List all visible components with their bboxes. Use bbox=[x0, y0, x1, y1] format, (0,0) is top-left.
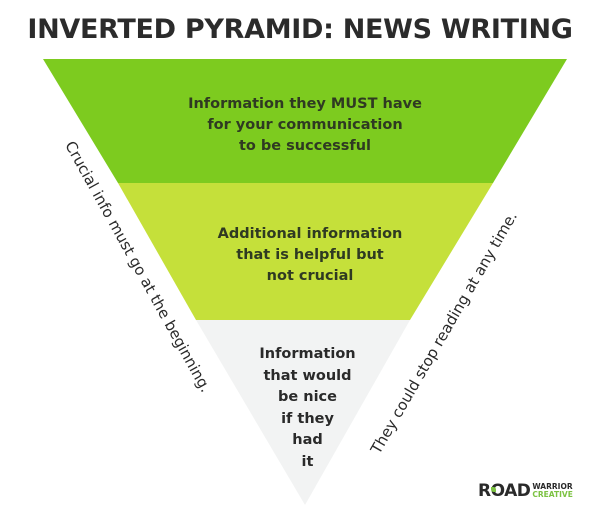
logo-creative-text: CREATIVE bbox=[532, 490, 573, 499]
band-2-shape bbox=[118, 183, 493, 320]
band-1-text: Information they MUST have for your comm… bbox=[150, 94, 460, 157]
band-3-line: Information bbox=[259, 346, 356, 362]
logo-subtitle: WARRIOR CREATIVE bbox=[532, 483, 572, 499]
band-2-line: that is helpful but bbox=[236, 247, 384, 263]
logo-warrior-text: WARRIOR bbox=[532, 482, 573, 491]
band-3-line: that would bbox=[263, 367, 352, 384]
band-1-line: for your communication bbox=[207, 117, 403, 133]
logo-road-text: ROAD bbox=[478, 481, 531, 501]
band-2-text: Additional information that is helpful b… bbox=[160, 224, 460, 287]
band-1-line: to be successful bbox=[238, 138, 372, 154]
page-title: INVERTED PYRAMID: NEWS WRITING bbox=[27, 14, 573, 45]
band-1-line: Information they MUST have bbox=[188, 96, 422, 112]
band-3-line: if they bbox=[281, 410, 334, 427]
band-2-line: Additional information bbox=[217, 226, 403, 242]
band-3-text: Information that would be nice if they h… bbox=[200, 344, 415, 473]
band-3-line: it bbox=[301, 453, 314, 470]
band-3-shape bbox=[196, 320, 410, 505]
logo-road-wordmark: ROAD bbox=[478, 481, 531, 501]
band-1-shape bbox=[43, 59, 567, 183]
road-warrior-creative-logo: ROAD WARRIOR CREATIVE bbox=[478, 481, 573, 501]
band-2-line: not crucial bbox=[266, 268, 354, 284]
leaf-icon bbox=[491, 487, 496, 492]
band-3-line: had bbox=[292, 432, 323, 448]
band-3-line: be nice bbox=[278, 389, 337, 405]
